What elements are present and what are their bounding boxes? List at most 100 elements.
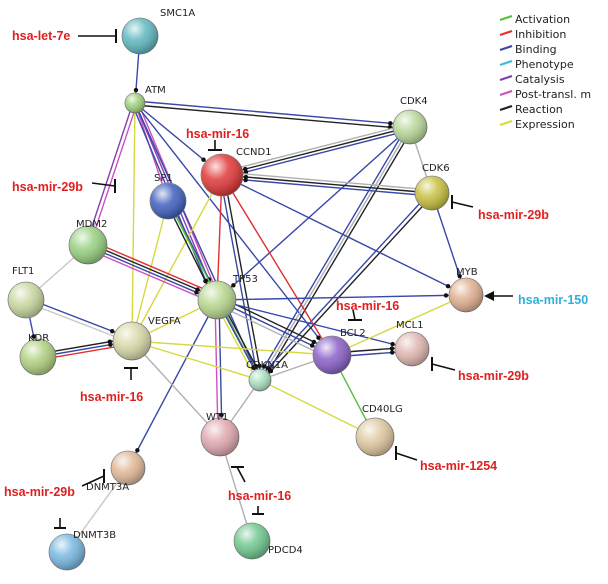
mirna-hsa-let-7e[interactable]: hsa-let-7e xyxy=(12,29,117,43)
node-smc1a[interactable]: SMC1A xyxy=(121,8,195,55)
edge-end-dot xyxy=(443,293,449,298)
node-flt1[interactable]: FLT1 xyxy=(7,266,45,319)
mirna-hsa-mir-29b[interactable]: hsa-mir-29b xyxy=(431,357,529,383)
mirna-link xyxy=(352,309,356,321)
edge-end-dot xyxy=(265,366,271,371)
node-shine xyxy=(8,282,44,318)
inhibition-mark xyxy=(252,506,264,515)
node-ccnd1[interactable]: CCND1 xyxy=(200,147,272,197)
edge-ccnd1-cdkn1a xyxy=(223,174,263,380)
edge-cdk6-ccnd1 xyxy=(222,171,433,191)
legend-swatch xyxy=(499,44,513,52)
node-label: DNMT3B xyxy=(73,530,116,541)
node-dnmt3a[interactable]: DNMT3A xyxy=(86,450,146,493)
mirna-label: hsa-mir-16 xyxy=(80,390,143,404)
node-label: TP53 xyxy=(232,274,258,285)
legend-item-phenotype: Phenotype xyxy=(499,58,574,71)
node-bcl2[interactable]: BCL2 xyxy=(312,328,366,375)
edge-cdk6-cdkn1a xyxy=(260,193,434,382)
legend: ActivationInhibitionBindingPhenotypeCata… xyxy=(499,13,591,131)
mirna-link xyxy=(81,475,105,487)
edge-end-dot xyxy=(388,121,393,126)
mirna-label: hsa-mir-16 xyxy=(186,127,249,141)
node-cdk6[interactable]: CDK6 xyxy=(414,163,450,211)
mirna-label: hsa-mir-29b xyxy=(12,180,83,194)
legend-swatch xyxy=(499,119,513,127)
node-shine xyxy=(449,278,483,312)
edge-cdk4-tp53 xyxy=(216,126,411,301)
edge-cdk4-ccnd1 xyxy=(221,126,411,176)
mirna-link xyxy=(451,201,474,208)
mirna-hsa-mir-16[interactable]: hsa-mir-16 xyxy=(336,299,399,321)
node-vegfa[interactable]: VEGFA xyxy=(112,316,181,361)
node-shine xyxy=(198,281,236,319)
mirna-hsa-mir-1254[interactable]: hsa-mir-1254 xyxy=(395,446,497,473)
mirna-hsa-mir-16[interactable]: hsa-mir-16 xyxy=(186,127,249,151)
node-dnmt3b[interactable]: DNMT3B xyxy=(48,530,116,571)
legend-label: Activation xyxy=(515,13,570,26)
node-label: ATM xyxy=(145,85,166,96)
edge-mdm2-tp53 xyxy=(86,248,216,305)
legend-item-reaction: Reaction xyxy=(499,103,563,116)
inhibition-mark xyxy=(54,518,66,529)
node-sp1[interactable]: SP1 xyxy=(149,173,187,220)
edge-end-dot xyxy=(243,174,249,180)
edge-end-dot xyxy=(311,339,317,345)
node-mdm2[interactable]: MDM2 xyxy=(68,219,108,265)
node-myb[interactable]: MYB xyxy=(448,267,484,313)
mirna-hsa-mir-150[interactable]: hsa-mir-150 xyxy=(484,291,588,307)
legend-label: Post-transl. m xyxy=(515,88,591,101)
node-label: CCND1 xyxy=(236,147,272,158)
legend-label: Catalysis xyxy=(515,73,565,86)
node-label: MYB xyxy=(456,267,478,278)
mirna-hsa-mir-29b[interactable]: hsa-mir-29b xyxy=(451,195,549,222)
edge-cdk6-ccnd1 xyxy=(221,174,433,194)
edge-end-dot xyxy=(243,166,248,172)
node-cd40lg[interactable]: CD40LG xyxy=(355,404,403,457)
mirna-link xyxy=(91,182,116,187)
node-shine xyxy=(201,154,243,196)
mirna-hsa-mir-29b[interactable]: hsa-mir-29b xyxy=(12,179,116,194)
edge-end-dot xyxy=(219,412,224,418)
edge-atm-mdm2 xyxy=(89,103,138,246)
edge-tp53-wt1 xyxy=(214,300,219,438)
node-cdk4[interactable]: CDK4 xyxy=(392,96,428,145)
mirna-label: hsa-let-7e xyxy=(12,29,70,43)
legend-item-binding: Binding xyxy=(499,43,557,56)
node-label: SMC1A xyxy=(160,8,195,19)
node-shine xyxy=(415,176,449,210)
edge-vegfa-cdkn1a xyxy=(131,340,261,381)
edge-end-dot xyxy=(457,273,462,279)
node-mcl1[interactable]: MCL1 xyxy=(394,320,430,367)
node-kdr[interactable]: KDR xyxy=(19,333,57,376)
node-pdcd4[interactable]: PDCD4 xyxy=(233,522,303,560)
mirna-hsa-mir-29b[interactable]: hsa-mir-29b xyxy=(4,469,105,499)
node-atm[interactable]: ATM xyxy=(124,85,166,114)
edge-end-dot xyxy=(445,283,451,289)
legend-label: Expression xyxy=(515,118,575,131)
node-wt1[interactable]: WT1 xyxy=(200,412,240,457)
node-tp53[interactable]: TP53 xyxy=(197,274,258,320)
mirna-label: hsa-mir-150 xyxy=(518,293,588,307)
node-cdkn1a[interactable]: CDKN1A xyxy=(246,360,288,392)
mirna-label: hsa-mir-29b xyxy=(478,208,549,222)
mirna-hsa-mir-16[interactable]: hsa-mir-16 xyxy=(228,466,291,503)
node-shine xyxy=(49,534,85,570)
edge-cd40lg-cdkn1a xyxy=(259,379,376,438)
mirna-link xyxy=(395,452,418,461)
edge-cdk4-ccnd1 xyxy=(221,123,410,173)
node-shine xyxy=(113,322,151,360)
legend-item-catalysis: Catalysis xyxy=(499,73,565,86)
mirna-hsa-mir-16[interactable]: hsa-mir-16 xyxy=(80,367,143,404)
mirna-layer: hsa-let-7e hsa-mir-16 hsa-mir-29b hsa-mir-2… xyxy=(4,29,588,529)
node-label: DNMT3A xyxy=(86,482,129,493)
edge-tp53-bcl2 xyxy=(214,302,331,360)
mirna-link xyxy=(236,466,246,483)
edge-end-dot xyxy=(203,278,208,284)
edge-cdk4-cdkn1a xyxy=(261,128,414,382)
edge-end-dot xyxy=(389,346,395,351)
node-shine xyxy=(122,18,158,54)
edge-end-dot xyxy=(251,365,256,370)
node-shine xyxy=(201,418,239,456)
edge-end-dot xyxy=(309,343,315,348)
